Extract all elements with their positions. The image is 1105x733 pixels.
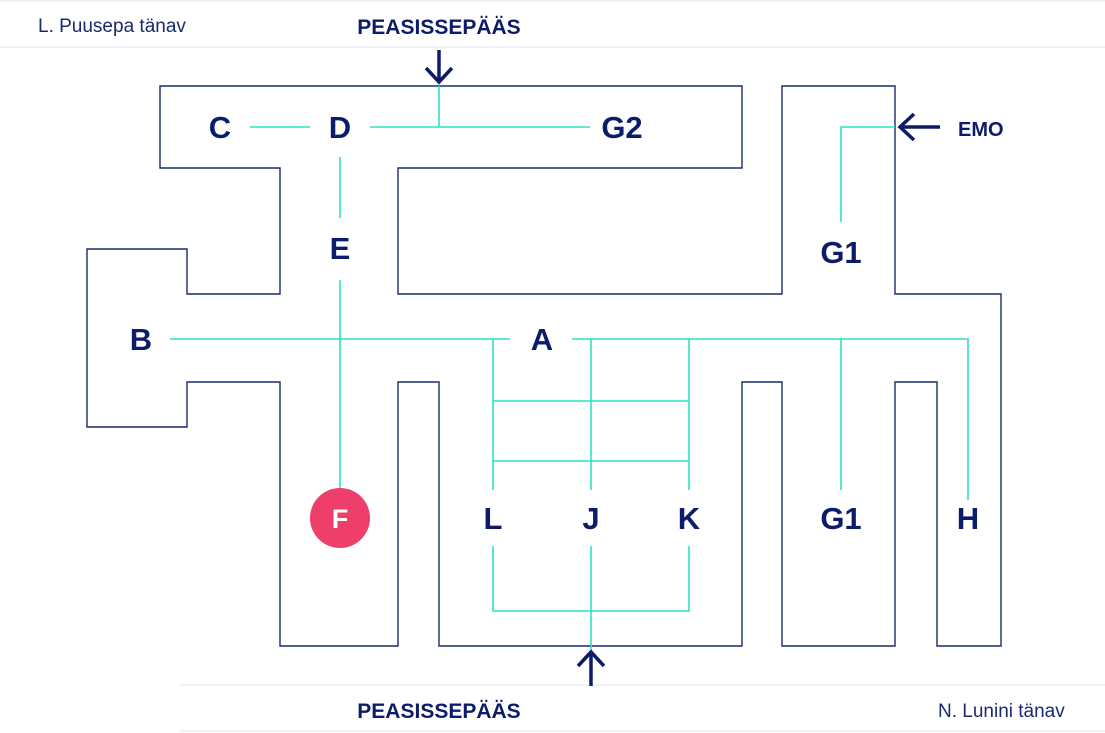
block-label-g1-top: G1	[820, 235, 861, 270]
block-label-d: D	[329, 110, 351, 145]
block-label-k: K	[678, 501, 701, 536]
block-label-a: A	[531, 322, 553, 357]
block-label-l: L	[484, 501, 503, 536]
block-label-c: C	[209, 110, 231, 145]
block-label-b: B	[130, 322, 152, 357]
block-label-h: H	[957, 501, 979, 536]
arrow-down-icon	[424, 50, 454, 85]
arrow-up-icon	[576, 649, 606, 686]
block-label-e: E	[330, 231, 351, 266]
street-label-puusepa: L. Puusepa tänav	[38, 16, 186, 37]
block-label-g1-bottom: G1	[820, 501, 861, 536]
block-label-f: F	[332, 504, 349, 534]
arrow-left-icon	[897, 112, 940, 142]
emergency-entrance-label: EMO	[958, 119, 1004, 141]
route-emo-g1	[840, 126, 895, 222]
block-label-g2: G2	[601, 110, 642, 145]
block-f-highlight: F	[310, 488, 370, 548]
street-label-lunini: N. Lunini tänav	[938, 701, 1065, 722]
route-network	[170, 86, 969, 650]
highlight-circle	[310, 488, 370, 548]
route-a-h	[572, 338, 969, 500]
main-entrance-top-label: PEASISSEPÄÄS	[357, 16, 520, 39]
main-entrance-bottom-label: PEASISSEPÄÄS	[357, 700, 520, 723]
block-label-j: J	[582, 501, 599, 536]
building-outline-main	[86, 85, 1002, 647]
